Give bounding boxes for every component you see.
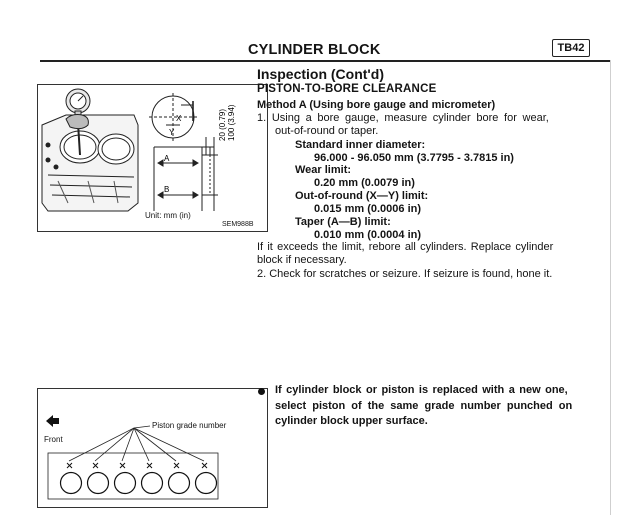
figure-piston-grade: Front Piston grade number: [37, 388, 268, 508]
wear-limit-value: 0.20 mm (0.0079 in): [314, 177, 415, 189]
dimension-20mm: 20 (0.79): [218, 109, 227, 141]
step-1-line-2: out-of-round or taper.: [275, 125, 379, 137]
inspection-heading: Inspection (Cont'd): [257, 66, 384, 82]
piston-grade-illustration: [46, 415, 219, 500]
figure-unit-label: Unit: mm (in): [145, 211, 191, 220]
label-b: B: [164, 185, 169, 194]
front-arrow-icon: [46, 415, 59, 427]
figure-code: SEM988B: [222, 221, 254, 228]
dimension-100mm: 100 (3.94): [227, 104, 236, 141]
standard-diameter-label: Standard inner diameter:: [295, 139, 426, 151]
step-1-line-1: 1. Using a bore gauge, measure cylinder …: [257, 112, 549, 124]
label-a: A: [164, 154, 170, 163]
exceed-limit-line-1: If it exceeds the limit, rebore all cyli…: [257, 241, 554, 253]
page-title: CYLINDER BLOCK: [248, 42, 381, 58]
taper-limit-label: Taper (A—B) limit:: [295, 216, 391, 228]
page-code-badge: TB42: [552, 39, 590, 57]
out-of-round-label: Out-of-round (X—Y) limit:: [295, 190, 429, 202]
taper-limit-value: 0.010 mm (0.0004 in): [314, 229, 422, 241]
page-edge-line: [610, 60, 611, 515]
piston-grade-callout: Piston grade number: [152, 421, 227, 430]
title-rule: [40, 60, 610, 62]
note-line-1: If cylinder block or piston is replaced …: [275, 384, 568, 396]
label-x: X: [176, 114, 182, 123]
front-label: Front: [44, 435, 63, 444]
note-line-2: select piston of the same grade number p…: [275, 400, 573, 412]
bullet-icon: [258, 388, 265, 395]
out-of-round-value: 0.015 mm (0.0006 in): [314, 203, 422, 215]
bore-gauge-illustration: X Y A B 20 (0.79) 100 (3.94): [41, 88, 236, 212]
figure-bore-measurement: X Y A B 20 (0.79) 100 (3.94) Unit: mm (i…: [37, 84, 268, 232]
label-y: Y: [169, 128, 175, 137]
wear-limit-label: Wear limit:: [295, 164, 352, 176]
step-2: 2. Check for scratches or seizure. If se…: [257, 268, 553, 280]
note-line-3: cylinder block upper surface.: [275, 415, 428, 427]
method-heading: Method A (Using bore gauge and micromete…: [257, 99, 496, 111]
section-subheading: PISTON-TO-BORE CLEARANCE: [257, 83, 437, 95]
exceed-limit-line-2: block if necessary.: [257, 254, 347, 266]
standard-diameter-value: 96.000 - 96.050 mm (3.7795 - 3.7815 in): [314, 152, 514, 164]
